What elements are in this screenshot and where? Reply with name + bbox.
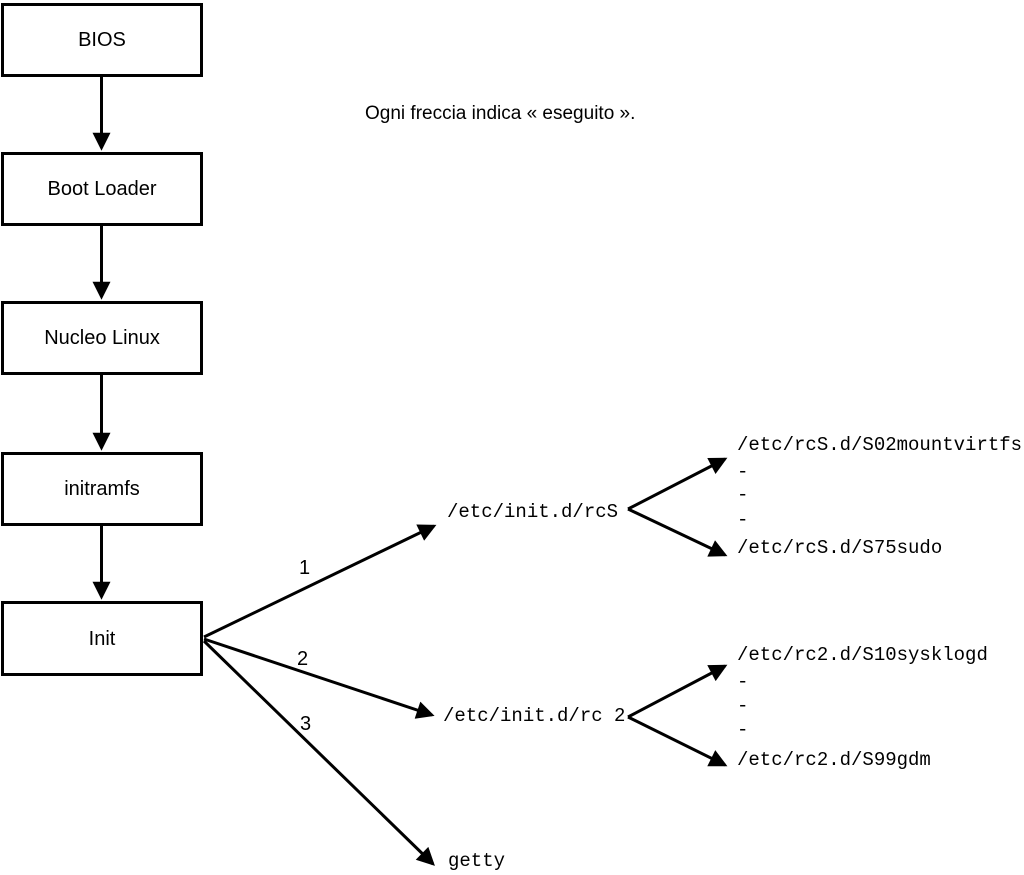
rcs-ellipsis-dash-2: - <box>737 484 749 506</box>
node-rc2-d-s99gdm: /etc/rc2.d/S99gdm <box>737 749 931 771</box>
rcs-ellipsis-dash-1: - <box>737 461 749 483</box>
node-rc2-d-s10sysklogd: /etc/rc2.d/S10sysklogd <box>737 644 988 666</box>
node-etc-init-d-rc2: /etc/init.d/rc 2 <box>443 705 626 727</box>
flow-box-boot-loader-label: Boot Loader <box>47 178 157 200</box>
rc2-ellipsis-dash-1: - <box>737 671 749 693</box>
node-getty: getty <box>448 850 506 872</box>
arrow-rc2-to-s99gdm <box>627 715 728 767</box>
branch-2-number: 2 <box>297 648 309 670</box>
arrow-init-to-getty <box>202 639 435 866</box>
flow-box-initramfs-label: initramfs <box>64 478 140 500</box>
flow-box-init: Init <box>1 601 203 676</box>
branch-3-number: 3 <box>300 713 312 735</box>
node-rcs-d-s75sudo: /etc/rcS.d/S75sudo <box>737 537 943 559</box>
node-rcs-d-s02mountvirtfs: /etc/rcS.d/S02mountvirtfs <box>737 434 1023 456</box>
flow-box-bios: BIOS <box>1 3 203 77</box>
rc2-ellipsis-dash-2: - <box>737 695 749 717</box>
node-etc-init-d-rcs: /etc/init.d/rcS <box>447 501 619 523</box>
arrow-init-to-rc2 <box>203 637 435 719</box>
arrow-rcs-to-s75sudo <box>627 507 728 557</box>
flow-box-boot-loader: Boot Loader <box>1 152 203 226</box>
rc2-ellipsis-dash-3: - <box>737 719 749 741</box>
arrow-init-to-rcs <box>203 524 437 639</box>
branch-1-number: 1 <box>299 557 311 579</box>
flow-box-linux-kernel-label: Nucleo Linux <box>44 327 160 349</box>
arrow-rcs-to-s02mountvirtfs <box>627 457 728 511</box>
rcs-ellipsis-dash-3: - <box>737 509 749 531</box>
flow-box-init-label: Init <box>88 627 116 650</box>
flow-box-bios-label: BIOS <box>78 29 126 51</box>
arrow-rc2-to-s10sysklogd <box>627 664 728 719</box>
diagram-caption: Ogni freccia indica « eseguito ». <box>365 103 636 124</box>
flow-box-linux-kernel: Nucleo Linux <box>1 301 203 375</box>
flow-box-initramfs: initramfs <box>1 452 203 526</box>
